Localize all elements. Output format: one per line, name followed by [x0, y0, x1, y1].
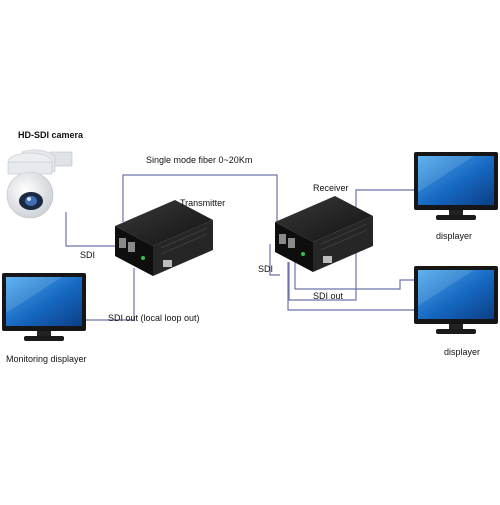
receiver-out-bottom-cable	[294, 262, 414, 290]
monitoring-monitor-icon	[2, 273, 86, 341]
bottom-displayer-monitor-icon	[414, 266, 498, 334]
transmitter-device-icon	[114, 199, 214, 277]
receiver-device-icon	[274, 195, 374, 273]
sdi-in-cable	[65, 212, 122, 247]
top-displayer-monitor-icon	[414, 152, 498, 220]
camera-label: HD-SDI camera	[18, 130, 84, 140]
sdi-out-label: SDI out	[313, 291, 344, 301]
fiber-label: Single mode fiber 0~20Km	[146, 155, 253, 165]
receiver-out-loop-cable	[287, 262, 418, 311]
transmitter-label: Transmitter	[180, 198, 226, 208]
monitoring-label: Monitoring displayer	[6, 354, 87, 364]
sdi-loop-label: SDI out (local loop out)	[108, 313, 200, 323]
receiver-label: Receiver	[313, 183, 349, 193]
receiver-sdi-label: SDI	[258, 264, 274, 274]
displayer-top-label: displayer	[436, 231, 473, 241]
ptz-dome-camera-icon	[6, 149, 73, 219]
receiver-out-cable	[288, 189, 414, 301]
cables	[65, 174, 418, 321]
receiver-sdi-top-cable	[269, 244, 280, 276]
fiber-cable	[122, 174, 278, 228]
sdi-in-label: SDI	[80, 250, 96, 260]
sdi-loop-cable	[70, 268, 135, 321]
displayer-bottom-label: displayer	[444, 347, 481, 357]
